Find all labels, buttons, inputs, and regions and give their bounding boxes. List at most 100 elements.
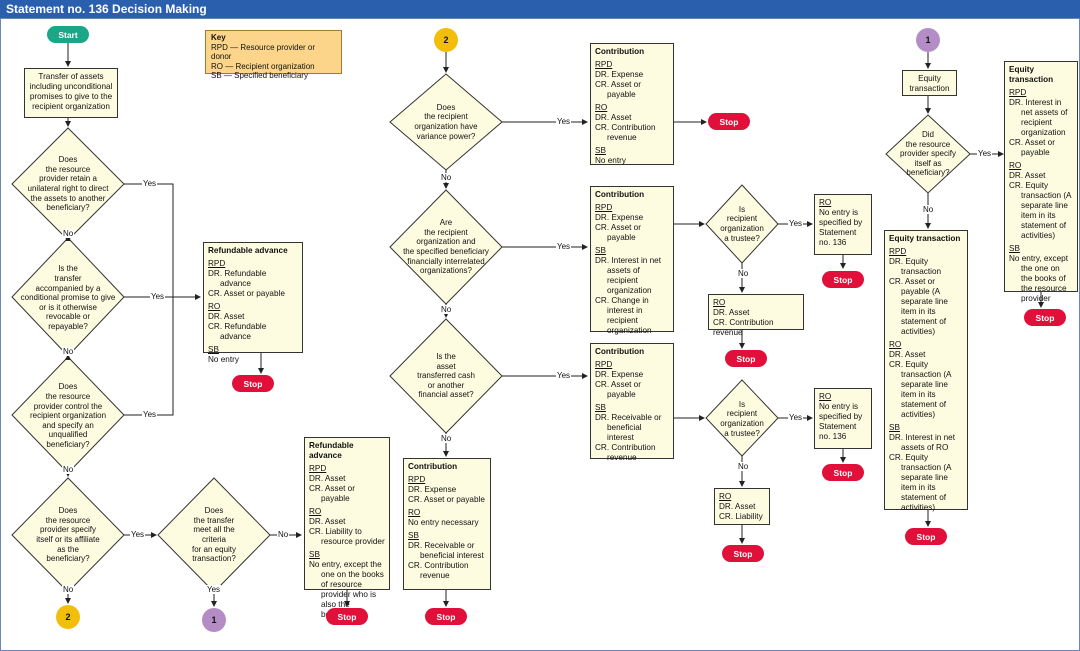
connector-1-top: 1 <box>916 28 940 52</box>
diamond-text: criteria <box>201 535 226 544</box>
entry-line: DR. Interest in net assets of recipient … <box>595 256 661 295</box>
sb-heading: SB <box>595 403 606 412</box>
box-title: Refundable advance <box>208 246 288 255</box>
diamond-text: or another <box>427 380 465 390</box>
sb-heading: SB <box>595 146 606 155</box>
box-title: Equity transaction <box>889 234 961 243</box>
box-title: Contribution <box>595 47 645 56</box>
diamond-text: Is <box>738 399 746 409</box>
diamond-text: organization <box>720 224 764 233</box>
no-label: No <box>440 434 453 443</box>
ro-heading: RO <box>208 302 221 311</box>
entry-line: DR. Expense <box>408 485 457 494</box>
no-label: No <box>62 585 75 594</box>
ro-asset-liability-box: RO DR. Asset CR. Liability <box>714 488 770 525</box>
diamond-text: Does <box>58 506 78 516</box>
diamond-text: provider retain a <box>39 174 97 184</box>
diamond-text: organization have <box>414 122 478 131</box>
ro-heading: RO <box>713 298 726 307</box>
stop-terminal: Stop <box>905 528 947 545</box>
entry-line: No entry necessary <box>408 518 479 527</box>
sb-heading: SB <box>1009 244 1020 253</box>
diamond-text: beneficiary? <box>46 554 90 564</box>
diamond-text: the resource <box>905 139 951 149</box>
ro-heading: RO <box>889 340 902 349</box>
box-title: Refundable advance <box>309 441 354 460</box>
equity-transaction-box: Equity transaction <box>902 70 957 96</box>
diamond-text: unilateral right to direct <box>27 184 109 193</box>
yes-label: Yes <box>150 292 166 301</box>
entry-line: CR. Asset or payable <box>309 484 355 503</box>
no-label: No <box>62 229 75 238</box>
rpd-heading: RPD <box>595 203 613 212</box>
diamond-text: repayable? <box>48 321 88 331</box>
yes-label: Yes <box>142 410 158 419</box>
diamond-text: for an equity <box>191 544 237 554</box>
yes-label: Yes <box>130 530 146 539</box>
diamond-text: the recipient <box>424 112 468 122</box>
entry-line: DR. Asset <box>309 517 346 526</box>
rpd-heading: RPD <box>208 259 226 268</box>
contribution-box-1: Contribution RPD DR. Expense CR. Asset o… <box>590 43 674 165</box>
diamond-text: Is the <box>436 352 456 362</box>
entry-line: DR. Receivable or beneficial interest <box>595 413 662 442</box>
connector-1-bottom: 1 <box>202 608 226 632</box>
entry-line: CR. Asset or payable <box>595 80 641 99</box>
diamond-text: unqualified <box>48 430 88 440</box>
entry-line: CR. Contribution revenue <box>713 318 774 337</box>
key-row: RPD — Resource provider or donor <box>211 42 316 62</box>
diamond-text: the assets to another <box>30 193 106 203</box>
diamond-text: Does <box>436 102 456 112</box>
entry-line: DR. Interest in net assets of RO <box>889 433 955 452</box>
entry-line: DR. Expense <box>595 213 644 222</box>
rpd-heading: RPD <box>1009 88 1027 97</box>
diamond-text: itself as <box>914 158 942 168</box>
page-title: Statement no. 136 Decision Making <box>6 2 207 16</box>
diamond-text: provider control the <box>33 401 103 411</box>
ro-no-entry-box-1: RO No entry is specified by Statement no… <box>814 194 872 255</box>
diamond-text: revocable or <box>45 312 91 322</box>
yes-label: Yes <box>977 149 993 158</box>
diamond-text: Is the <box>58 264 78 274</box>
key-row: SB — Specified beneficiary <box>211 71 308 81</box>
yes-label: Yes <box>206 585 222 594</box>
diamond-text: recipient organization <box>29 411 107 421</box>
entry-line: CR. Asset or payable <box>595 380 641 399</box>
entry-line: No entry <box>208 355 239 364</box>
entry-line: CR. Liability to resource provider <box>309 527 385 546</box>
rpd-heading: RPD <box>889 247 907 256</box>
contribution-box-3: Contribution RPD DR. Expense CR. Asset o… <box>590 343 674 462</box>
entry-line: CR. Equity transaction (A separate line … <box>1009 181 1072 240</box>
diamond-text: beneficiary? <box>46 439 90 449</box>
connector-2-top: 2 <box>434 28 458 52</box>
entry-line: CR. Equity transaction (A separate line … <box>889 360 952 419</box>
entry-line: CR. Asset or payable <box>208 289 285 298</box>
diamond-text: variance power? <box>416 131 476 141</box>
no-label: No <box>62 465 75 474</box>
stop-terminal: Stop <box>232 375 274 392</box>
diamond-text: transferred cash <box>417 371 475 381</box>
diamond-text: provider specify <box>39 525 97 535</box>
ro-heading: RO <box>309 507 322 516</box>
diamond-text: the specified beneficiary <box>403 247 489 256</box>
entry-line: CR. Asset or payable <box>408 495 485 504</box>
diamond-text: Are <box>439 218 453 228</box>
yes-label: Yes <box>556 117 572 126</box>
diamond-text: conditional promise to give <box>20 293 116 303</box>
diamond-text: the resource <box>45 164 91 174</box>
diamond-text: organization and <box>416 237 476 247</box>
diamond-text: financial asset? <box>418 390 474 400</box>
diamond-text: beneficiary? <box>46 203 90 213</box>
stop-terminal: Stop <box>425 608 467 625</box>
diamond-text: or is it otherwise <box>39 302 97 312</box>
rpd-heading: RPD <box>309 464 327 473</box>
entry-line: DR. Asset <box>719 502 756 511</box>
yes-label: Yes <box>142 179 158 188</box>
stop-terminal: Stop <box>708 113 750 130</box>
no-label: No <box>277 530 290 539</box>
